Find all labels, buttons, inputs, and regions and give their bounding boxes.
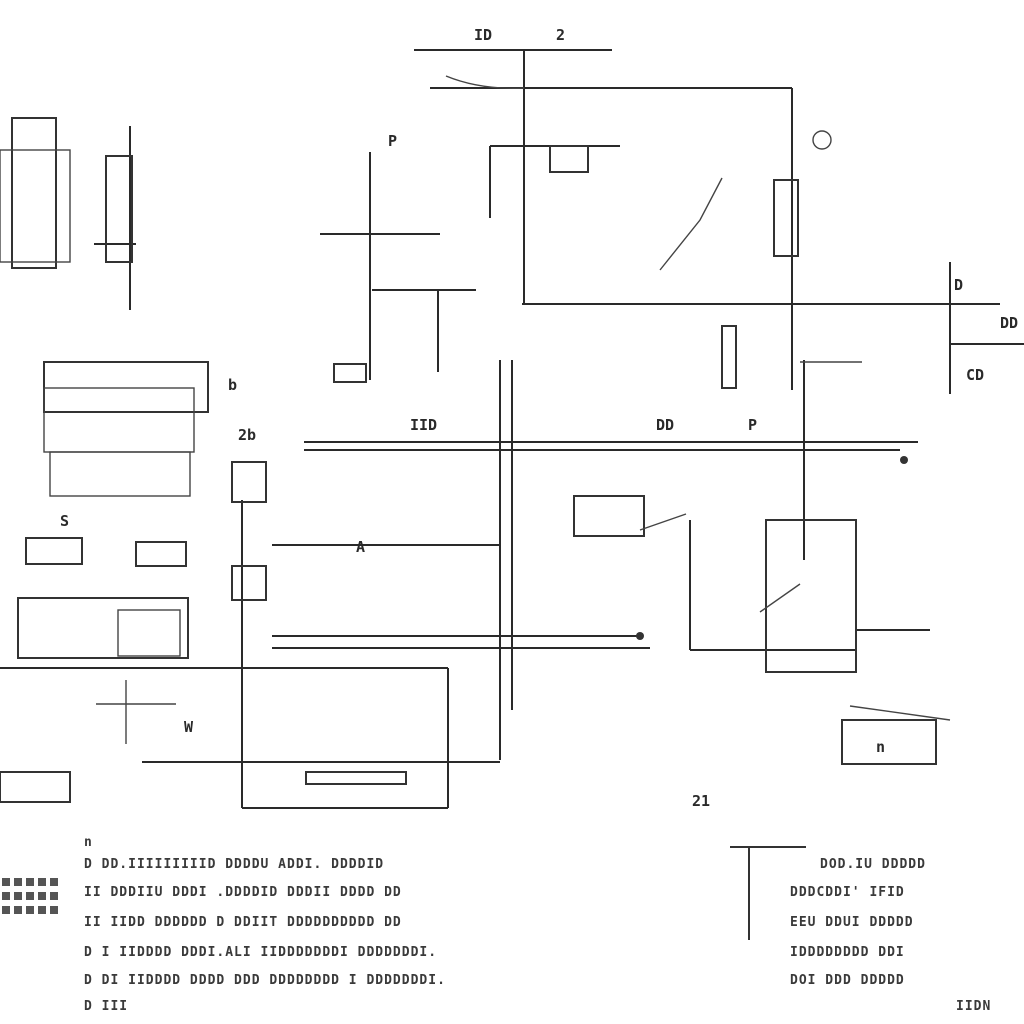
- diagram-label: 2b: [238, 426, 256, 444]
- diagram-label: DD: [1000, 314, 1018, 332]
- component-box: [105, 155, 133, 263]
- component-box: [11, 117, 57, 269]
- component-box: [231, 565, 267, 601]
- component-box: [721, 325, 737, 389]
- component-box: [0, 149, 71, 263]
- wire: [849, 705, 951, 721]
- component-box: [135, 541, 187, 567]
- diagram-label: W: [184, 718, 194, 736]
- notes-divider: [748, 848, 750, 940]
- diagram-label: n: [876, 738, 885, 756]
- component-box: [25, 537, 83, 565]
- notes-line: DOD.IU DDDDD: [820, 857, 926, 872]
- component-box: [573, 495, 645, 537]
- diagram-label: 2: [556, 26, 565, 44]
- component-box: [49, 451, 191, 497]
- grid-icon: [2, 878, 58, 914]
- component-box: [231, 461, 267, 503]
- component-box: [43, 387, 195, 453]
- component-box: [305, 771, 407, 785]
- notes-section: n D DD.IIIIIIIIID DDDDU ADDI. DDDDID II …: [0, 835, 1024, 1020]
- component-box: [333, 363, 367, 383]
- diagram-label: b: [228, 376, 237, 394]
- notes-line: IIDN: [956, 999, 992, 1014]
- notes-line: D III: [84, 999, 129, 1014]
- circuit-schematic: ID 2 P IID DD P 2b b D DD CD 21 n A S W: [0, 26, 1024, 810]
- wire: [659, 177, 723, 271]
- diagram-label: P: [388, 132, 397, 150]
- diagram-label: S: [60, 512, 69, 530]
- wire: [759, 583, 801, 613]
- notes-line: IDDDDDDDD DDI: [790, 945, 905, 960]
- diagram-label: 21: [692, 792, 710, 810]
- notes-line: D DD.IIIIIIIIID DDDDU ADDI. DDDDID: [84, 857, 385, 872]
- component-box: [17, 597, 189, 659]
- notes-divider: [730, 846, 806, 848]
- component-box: [841, 719, 937, 765]
- diagram-label: D: [954, 276, 963, 294]
- component-box: [765, 519, 857, 673]
- component-box: [549, 145, 589, 173]
- component-box: [43, 361, 209, 413]
- notes-line: D I IIDDDD DDDI.ALI IIDDDDDDDI DDDDDDDI.: [84, 945, 438, 960]
- diagram-label: DD: [656, 416, 674, 434]
- diagram-label: P: [748, 416, 757, 434]
- diagram-label: ID: [474, 26, 492, 44]
- junction-node: [812, 130, 832, 150]
- notes-line: II DDDIIU DDDI .DDDDID DDDII DDDD DD: [84, 885, 402, 900]
- diagram-label: A: [356, 538, 365, 556]
- notes-marker: n: [84, 835, 93, 850]
- junction-node: [636, 632, 644, 640]
- junction-node: [900, 456, 908, 464]
- notes-line: DOI DDD DDDDD: [790, 973, 905, 988]
- notes-line: DDDCDDI' IFID: [790, 885, 905, 900]
- notes-line: EEU DDUI DDDDD: [790, 915, 914, 930]
- wire: [639, 513, 687, 531]
- diagram-label: IID: [410, 416, 437, 434]
- diagram-label: CD: [966, 366, 984, 384]
- component-box: [773, 179, 799, 257]
- component-box: [117, 609, 181, 657]
- wire: [445, 75, 525, 89]
- component-box: [0, 771, 71, 803]
- notes-line: II IIDD DDDDDD D DDIIT DDDDDDDDDD DD: [84, 915, 402, 930]
- notes-line: D DI IIDDDD DDDD DDD DDDDDDDD I DDDDDDDI…: [84, 973, 446, 988]
